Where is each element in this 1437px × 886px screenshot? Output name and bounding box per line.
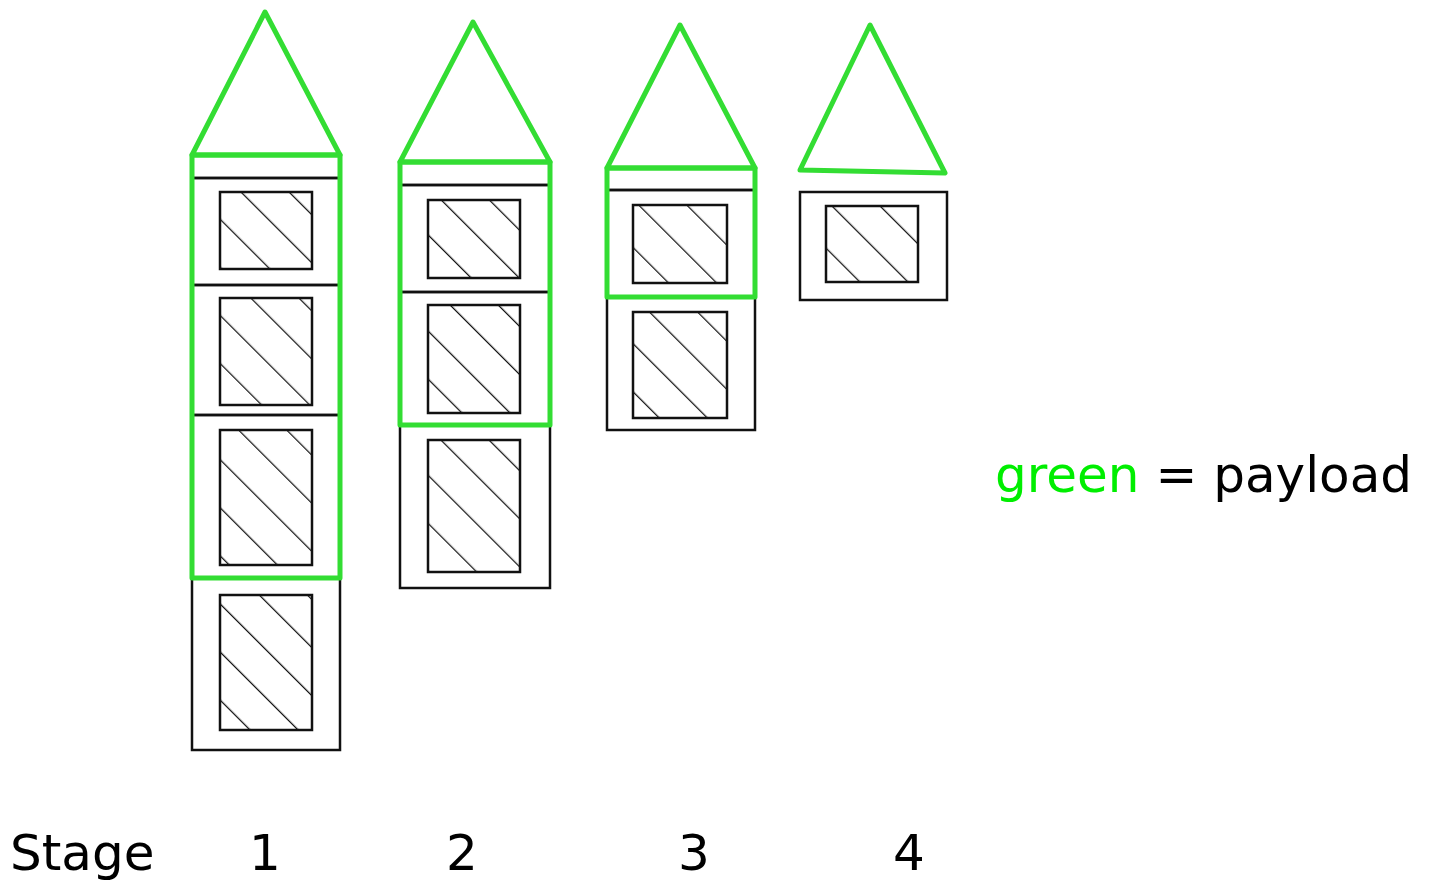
stage-number: 4 (893, 828, 925, 878)
stage-number: 3 (678, 828, 710, 878)
stage-heading: Stage (10, 828, 154, 878)
payload-outline (192, 12, 945, 578)
rocket-2 (400, 162, 550, 588)
stage-number: 2 (446, 828, 478, 878)
rocket-3 (607, 168, 755, 430)
legend-color-word: green (995, 450, 1139, 500)
rocket-4 (800, 192, 947, 300)
stage-number: 1 (249, 828, 281, 878)
rocket-1 (192, 155, 340, 750)
legend-text: = payload (1155, 450, 1412, 500)
